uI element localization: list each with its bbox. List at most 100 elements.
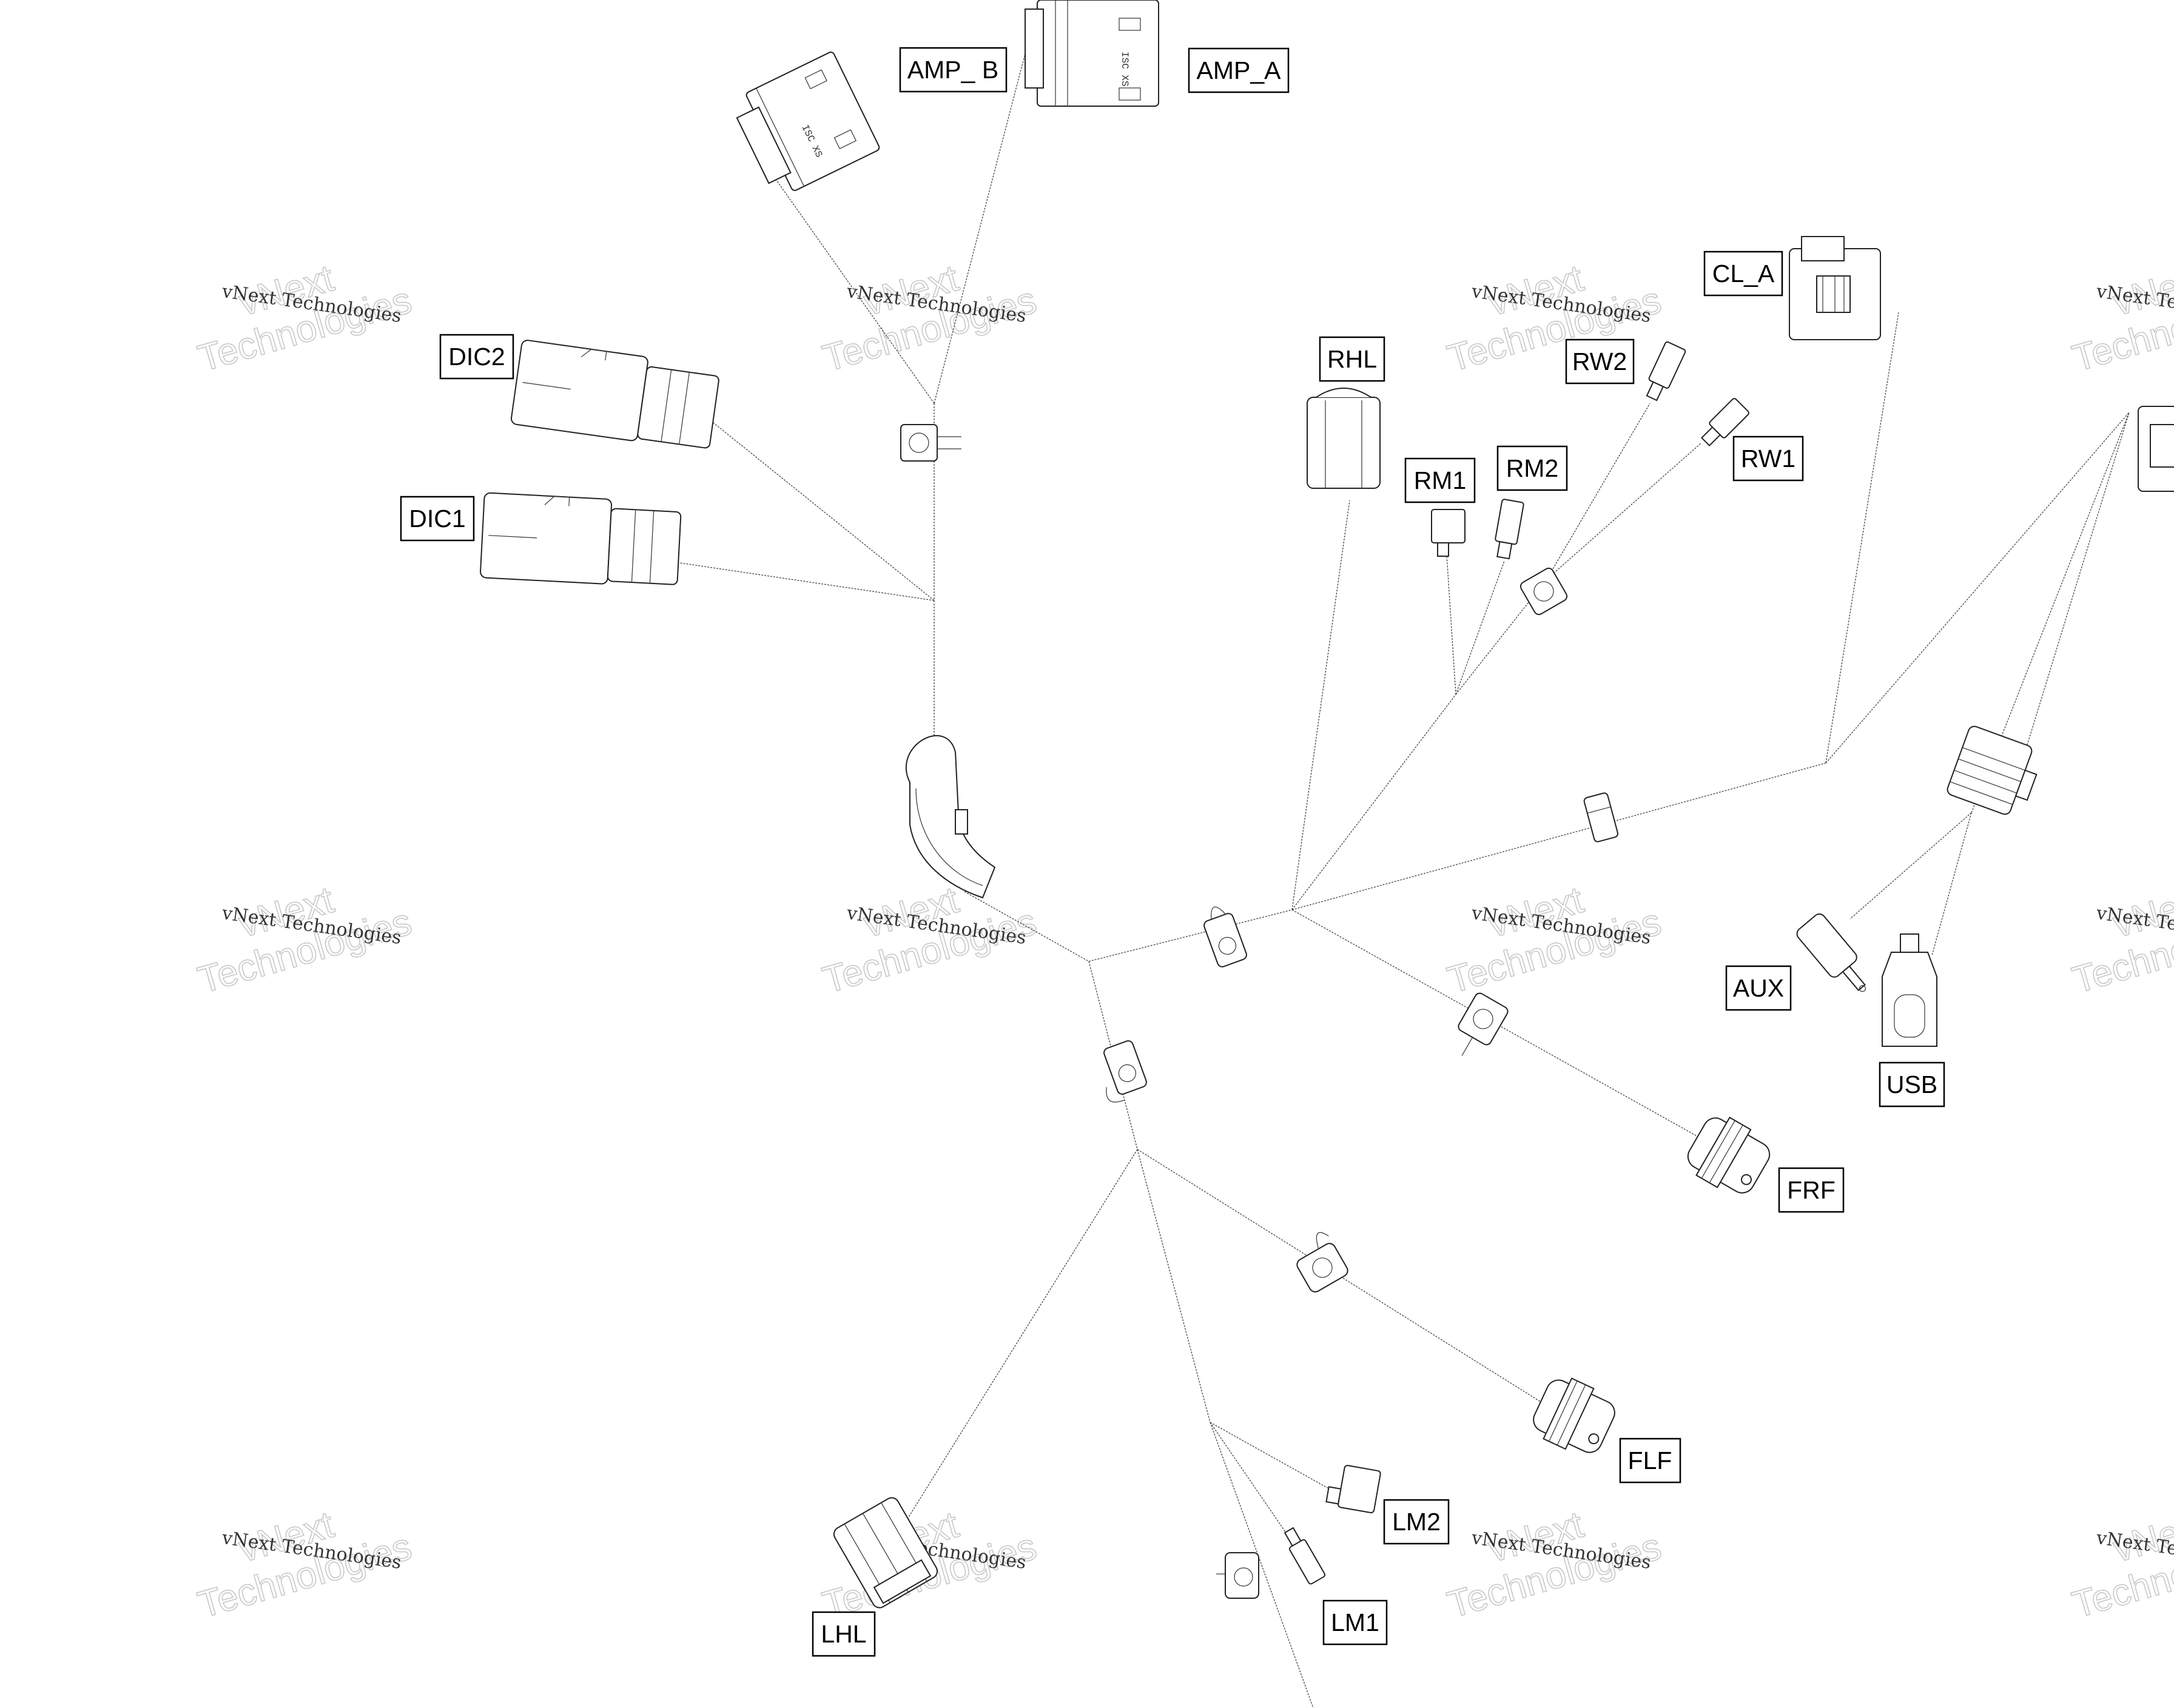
frf-pin [1740,1174,1752,1185]
label-text: RM2 [1506,454,1559,482]
watermark: vNext Technologies vNext Technologies [1442,878,1666,1002]
junction-boot [905,735,996,899]
right-edge-face [2150,424,2174,468]
connector-amp-a[interactable]: ISC XS [1025,0,1159,107]
label-lm2[interactable]: LM2 [1383,1499,1450,1545]
label-aux[interactable]: AUX [1725,965,1792,1011]
watermark: vNext Technologies vNext Technologies [2067,1503,2174,1627]
usb-face [1894,994,1925,1038]
label-lm1[interactable]: LM1 [1322,1599,1388,1646]
wire-rm1 [1446,554,1456,695]
clip-hook [1316,1232,1329,1249]
label-text: FRF [1787,1176,1836,1204]
label-flf[interactable]: FLF [1619,1437,1681,1484]
connector-cl-a[interactable] [1789,236,1881,340]
label-box [1565,338,1635,385]
clip-trunk-down [1103,1040,1147,1103]
label-text: RHL [1327,345,1377,373]
clip-hole [1533,581,1554,602]
junction-body [905,735,996,899]
dic2-latch [581,349,607,361]
connector-rw2[interactable] [1642,341,1686,403]
inline-rib [1587,806,1611,814]
clip-hole [909,432,929,453]
label-rm2[interactable]: RM2 [1496,445,1568,491]
dic1-head [607,508,682,585]
connector-rhl[interactable] [1307,388,1381,489]
labels: AMP_ B AMP_A DIC2 DIC1 RHL RW2 CL_A RM1 [400,47,1945,1657]
clip-hook [1106,1087,1125,1103]
label-box [1322,1599,1388,1646]
rw1-terminal [1700,426,1721,447]
wire-amp-b [773,175,935,404]
label-text: RW1 [1741,445,1795,472]
wire-rm2 [1455,560,1505,695]
rm1-housing [1431,509,1466,543]
label-box [1732,435,1804,482]
rw2-terminal [1646,381,1664,402]
flf-lock [1543,1377,1595,1450]
wire-trunk-exit [1210,1422,1314,1708]
wire-aux [1849,812,1972,920]
lm1-housing [1288,1539,1326,1585]
wire-rw2 [1546,403,1651,580]
label-lhl[interactable]: LHL [812,1611,876,1657]
label-cl-a[interactable]: CL_A [1703,250,1783,297]
label-box [400,496,475,542]
hub-fin [1962,747,2025,771]
lm2-housing [1338,1465,1381,1513]
dic1-housing [480,492,613,585]
connector-rw1[interactable] [1698,397,1750,449]
wire-flf [1137,1149,1560,1414]
connector-rm2[interactable] [1492,499,1524,560]
lm1-terminal [1284,1527,1302,1547]
label-rw2[interactable]: RW2 [1565,338,1635,385]
label-text: DIC1 [409,505,465,533]
junction-tab [955,809,968,835]
usb-plug-top [1900,933,1919,953]
wire-trunk-bottom [1137,1149,1211,1423]
label-rm1[interactable]: RM1 [1404,457,1476,503]
cl-a-key [1816,275,1851,313]
wire-cl-a [1825,312,1899,764]
label-amp-b[interactable]: AMP_ B [899,47,1008,93]
clip-bottom [1216,1552,1259,1599]
connector-frf[interactable] [1681,1108,1777,1202]
rm2-housing [1495,499,1524,545]
watermark: vNext Technologies vNext Technologies [193,1503,417,1627]
label-usb[interactable]: USB [1879,1061,1945,1108]
label-dic2[interactable]: DIC2 [439,334,514,380]
connector-dic2[interactable] [511,340,721,452]
flf-rib [1549,1380,1578,1442]
clip-body [900,424,938,462]
watermark: vNext Technologies vNext Technologies [2067,878,2174,1002]
label-text: LM2 [1392,1508,1441,1536]
connector-dic1[interactable] [480,492,682,588]
connector-lm2[interactable] [1325,1463,1381,1513]
label-box [1725,965,1792,1011]
label-frf[interactable]: FRF [1778,1167,1845,1213]
label-text: AMP_A [1197,56,1282,84]
connector-rm1[interactable] [1431,509,1466,557]
watermark: vNext Technologies vNext Technologies [1442,1503,1666,1627]
connector-amp-b[interactable]: ISC XS [729,51,881,200]
label-box [1188,47,1290,93]
connector-usb[interactable] [1882,933,1937,1047]
label-dic1[interactable]: DIC1 [400,496,475,542]
aux-tip [1859,985,1866,992]
connector-right-edge [2138,406,2174,492]
label-amp-a[interactable]: AMP_A [1188,47,1290,93]
clip-hook [1211,906,1226,920]
label-rw1[interactable]: RW1 [1732,435,1804,482]
label-rhl[interactable]: RHL [1319,336,1385,382]
dic2-rib [661,369,672,442]
clip-body [1103,1040,1147,1095]
amp-a-marking: ISC XS [1119,52,1130,87]
wire-trunk-right [1088,909,1293,962]
connector-lhl[interactable] [832,1495,940,1610]
connector-flf[interactable] [1527,1371,1621,1462]
connector-lm1[interactable] [1281,1526,1326,1585]
connector-aux[interactable] [1794,912,1877,1001]
wire-cl-a-branch [1291,762,1826,910]
rhl-housing [1307,397,1381,489]
